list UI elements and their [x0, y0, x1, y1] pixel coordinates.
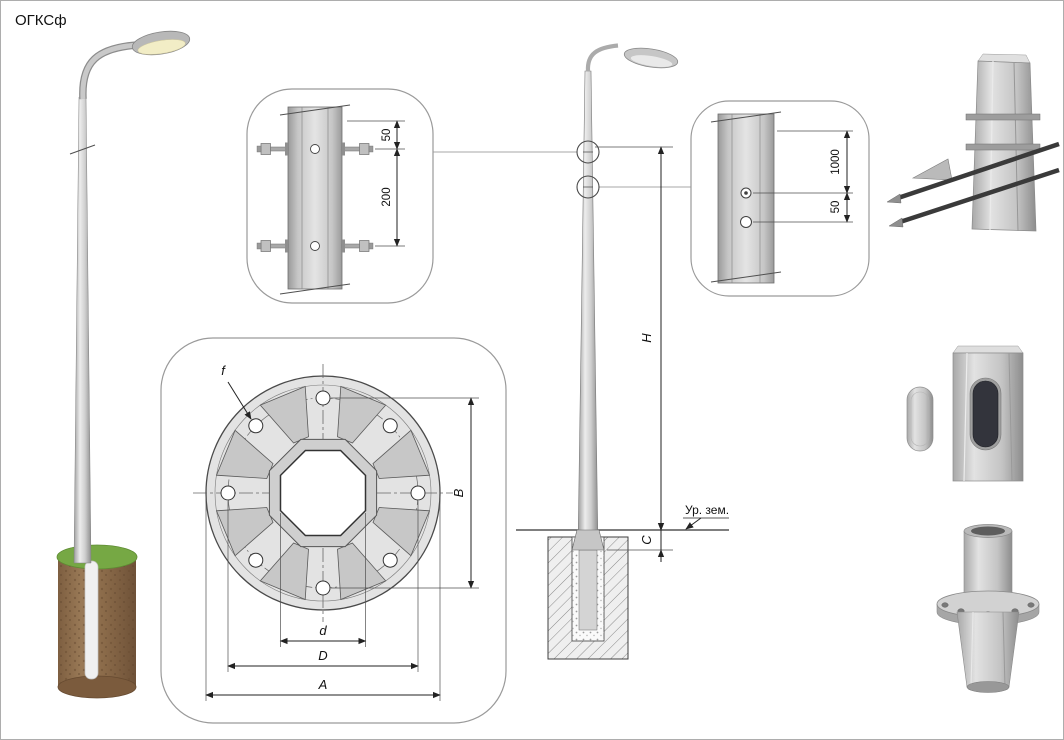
drain-hole — [740, 216, 752, 228]
base-skirt — [956, 611, 1020, 688]
rod-tip — [888, 217, 904, 228]
pole-sleeve — [84, 560, 99, 680]
dim-D-label: D — [318, 648, 327, 663]
drawing-title: ОГКСф — [15, 12, 67, 29]
wedge-clamp — [911, 158, 953, 181]
dim-50-label: 50 — [381, 129, 393, 142]
detail-bolt-joint: 50 200 — [246, 88, 434, 304]
dim-C-label: C — [639, 535, 654, 545]
foundation-bottom — [57, 675, 137, 699]
dim-f-label: f — [221, 363, 226, 378]
dim-50-label: 50 — [830, 201, 842, 214]
dim-1000-label: 1000 — [830, 149, 842, 175]
break-mark — [279, 104, 351, 116]
render-flange-base — [936, 524, 1040, 693]
dim-A-label: A — [318, 677, 328, 692]
dim-H-label: H — [639, 333, 654, 343]
anchor-rod — [899, 167, 1060, 225]
break-mark — [710, 271, 782, 283]
octagon-hole — [279, 449, 367, 537]
callout-circle-bottom — [576, 175, 600, 199]
pole-3d-render — [56, 30, 191, 699]
bolt-right-top — [341, 142, 374, 156]
elevation-view: H C Ур. зем. — [516, 43, 729, 660]
hand-hole-opening — [972, 380, 999, 448]
bolt-hole — [310, 241, 320, 251]
break-mark — [279, 283, 351, 295]
flange-bolt-holes — [220, 390, 426, 596]
pole-shaft-3d — [73, 96, 92, 564]
flange-gussets — [215, 385, 431, 601]
callout-circle-top — [576, 140, 600, 164]
render-hand-hole — [906, 345, 1024, 482]
render-clamp-assembly — [886, 53, 1060, 232]
dim-B-label: B — [451, 488, 466, 497]
ground-leader — [685, 517, 702, 530]
hand-hole-cover — [906, 386, 934, 452]
band-clamp — [965, 143, 1041, 151]
embedded-pole — [578, 549, 598, 631]
anchor-rod — [897, 141, 1060, 201]
pole-section-bar — [287, 106, 343, 290]
rod-tip — [886, 193, 902, 204]
lamp-arm-3d — [79, 41, 138, 100]
ground-level-label: Ур. зем. — [685, 503, 729, 517]
break-mark — [69, 144, 96, 155]
bolt-right-bottom — [341, 239, 374, 253]
dim-d-label: d — [319, 623, 327, 638]
bolt-left-top — [256, 142, 289, 156]
bolt-left-bottom — [256, 239, 289, 253]
bolt-hole — [310, 144, 320, 154]
tube-opening — [971, 526, 1005, 536]
break-mark — [710, 111, 782, 123]
band-clamp — [965, 113, 1041, 121]
f-leader — [227, 381, 252, 420]
pole-base-collar — [571, 529, 605, 551]
detail-flange-plan: f B d D A — [160, 337, 507, 724]
lamp-arm-elevation — [585, 43, 619, 72]
lamp-head-elevation — [623, 47, 679, 69]
detail-ground-bolt: 1000 50 — [690, 100, 870, 297]
lamp-head-3d — [131, 30, 191, 56]
dim-200-label: 200 — [381, 187, 393, 206]
